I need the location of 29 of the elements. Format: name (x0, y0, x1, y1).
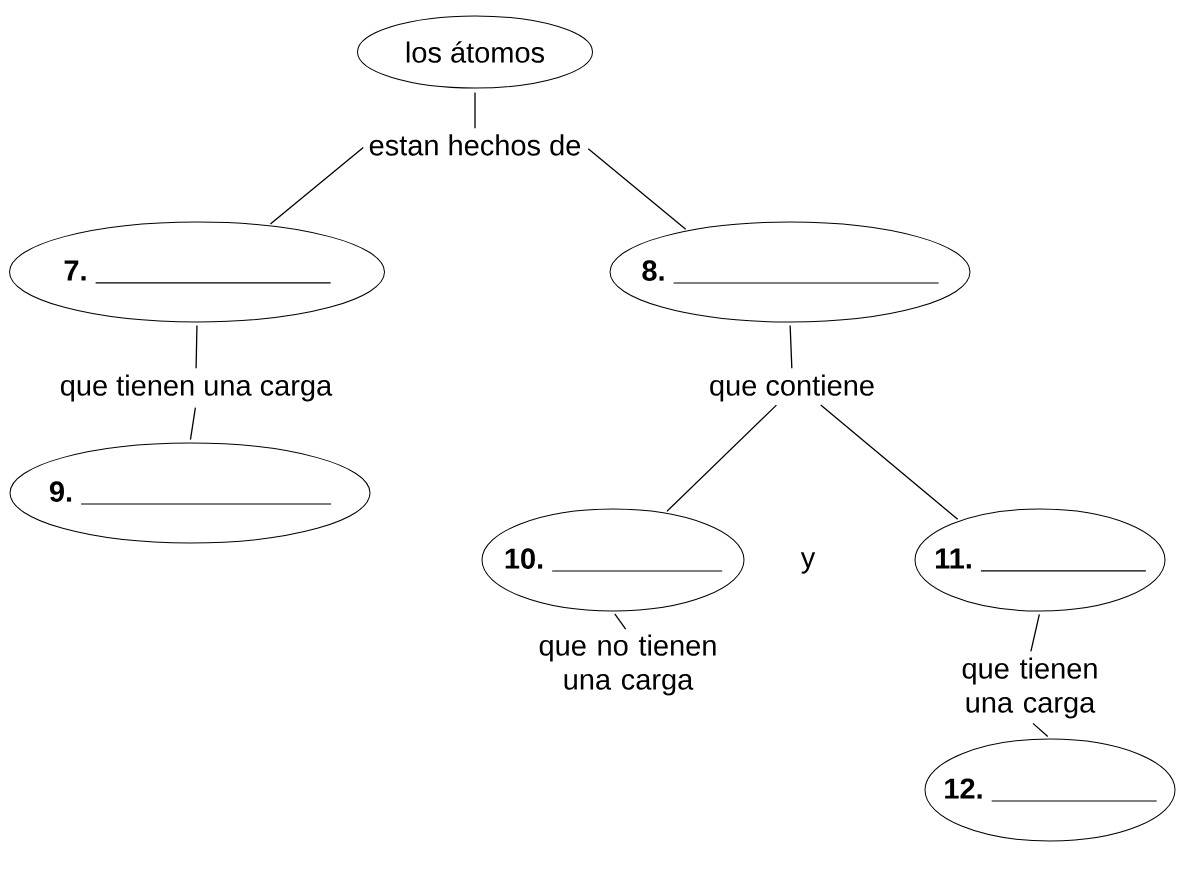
connector-line (269, 146, 364, 225)
concept-ellipse (9, 221, 385, 323)
linking-phrase: que tienen una carga (61, 374, 333, 402)
label-text: y (800, 552, 816, 574)
question-number: 9. (49, 481, 72, 502)
connector-line (789, 324, 793, 369)
question-number: 11. (935, 548, 971, 569)
concept-ellipse (924, 738, 1176, 842)
question-number: 8. (642, 260, 664, 281)
linking-phrase: estan hechos de (369, 134, 581, 156)
connector-line (587, 148, 687, 230)
question-number: 12. (945, 778, 982, 799)
linking-phrase: que contiene (710, 374, 874, 402)
connector-line (1030, 613, 1040, 653)
connector-line (820, 404, 959, 520)
connector-line (614, 613, 627, 630)
linking-phrase: que tienen una carga (962, 657, 1097, 719)
question-number: 7. (64, 260, 86, 281)
connector-line (1032, 722, 1049, 738)
concept-ellipse (914, 508, 1166, 612)
connector-line (474, 91, 476, 129)
connector-line (195, 324, 198, 369)
connector-line (666, 404, 778, 513)
concept-ellipse (481, 508, 745, 612)
question-number: 10. (505, 548, 543, 569)
concept-ellipse (609, 221, 971, 323)
concept-ellipse (9, 442, 371, 544)
linking-phrase: que no tienen una carga (539, 634, 716, 696)
connector-line (189, 407, 197, 441)
